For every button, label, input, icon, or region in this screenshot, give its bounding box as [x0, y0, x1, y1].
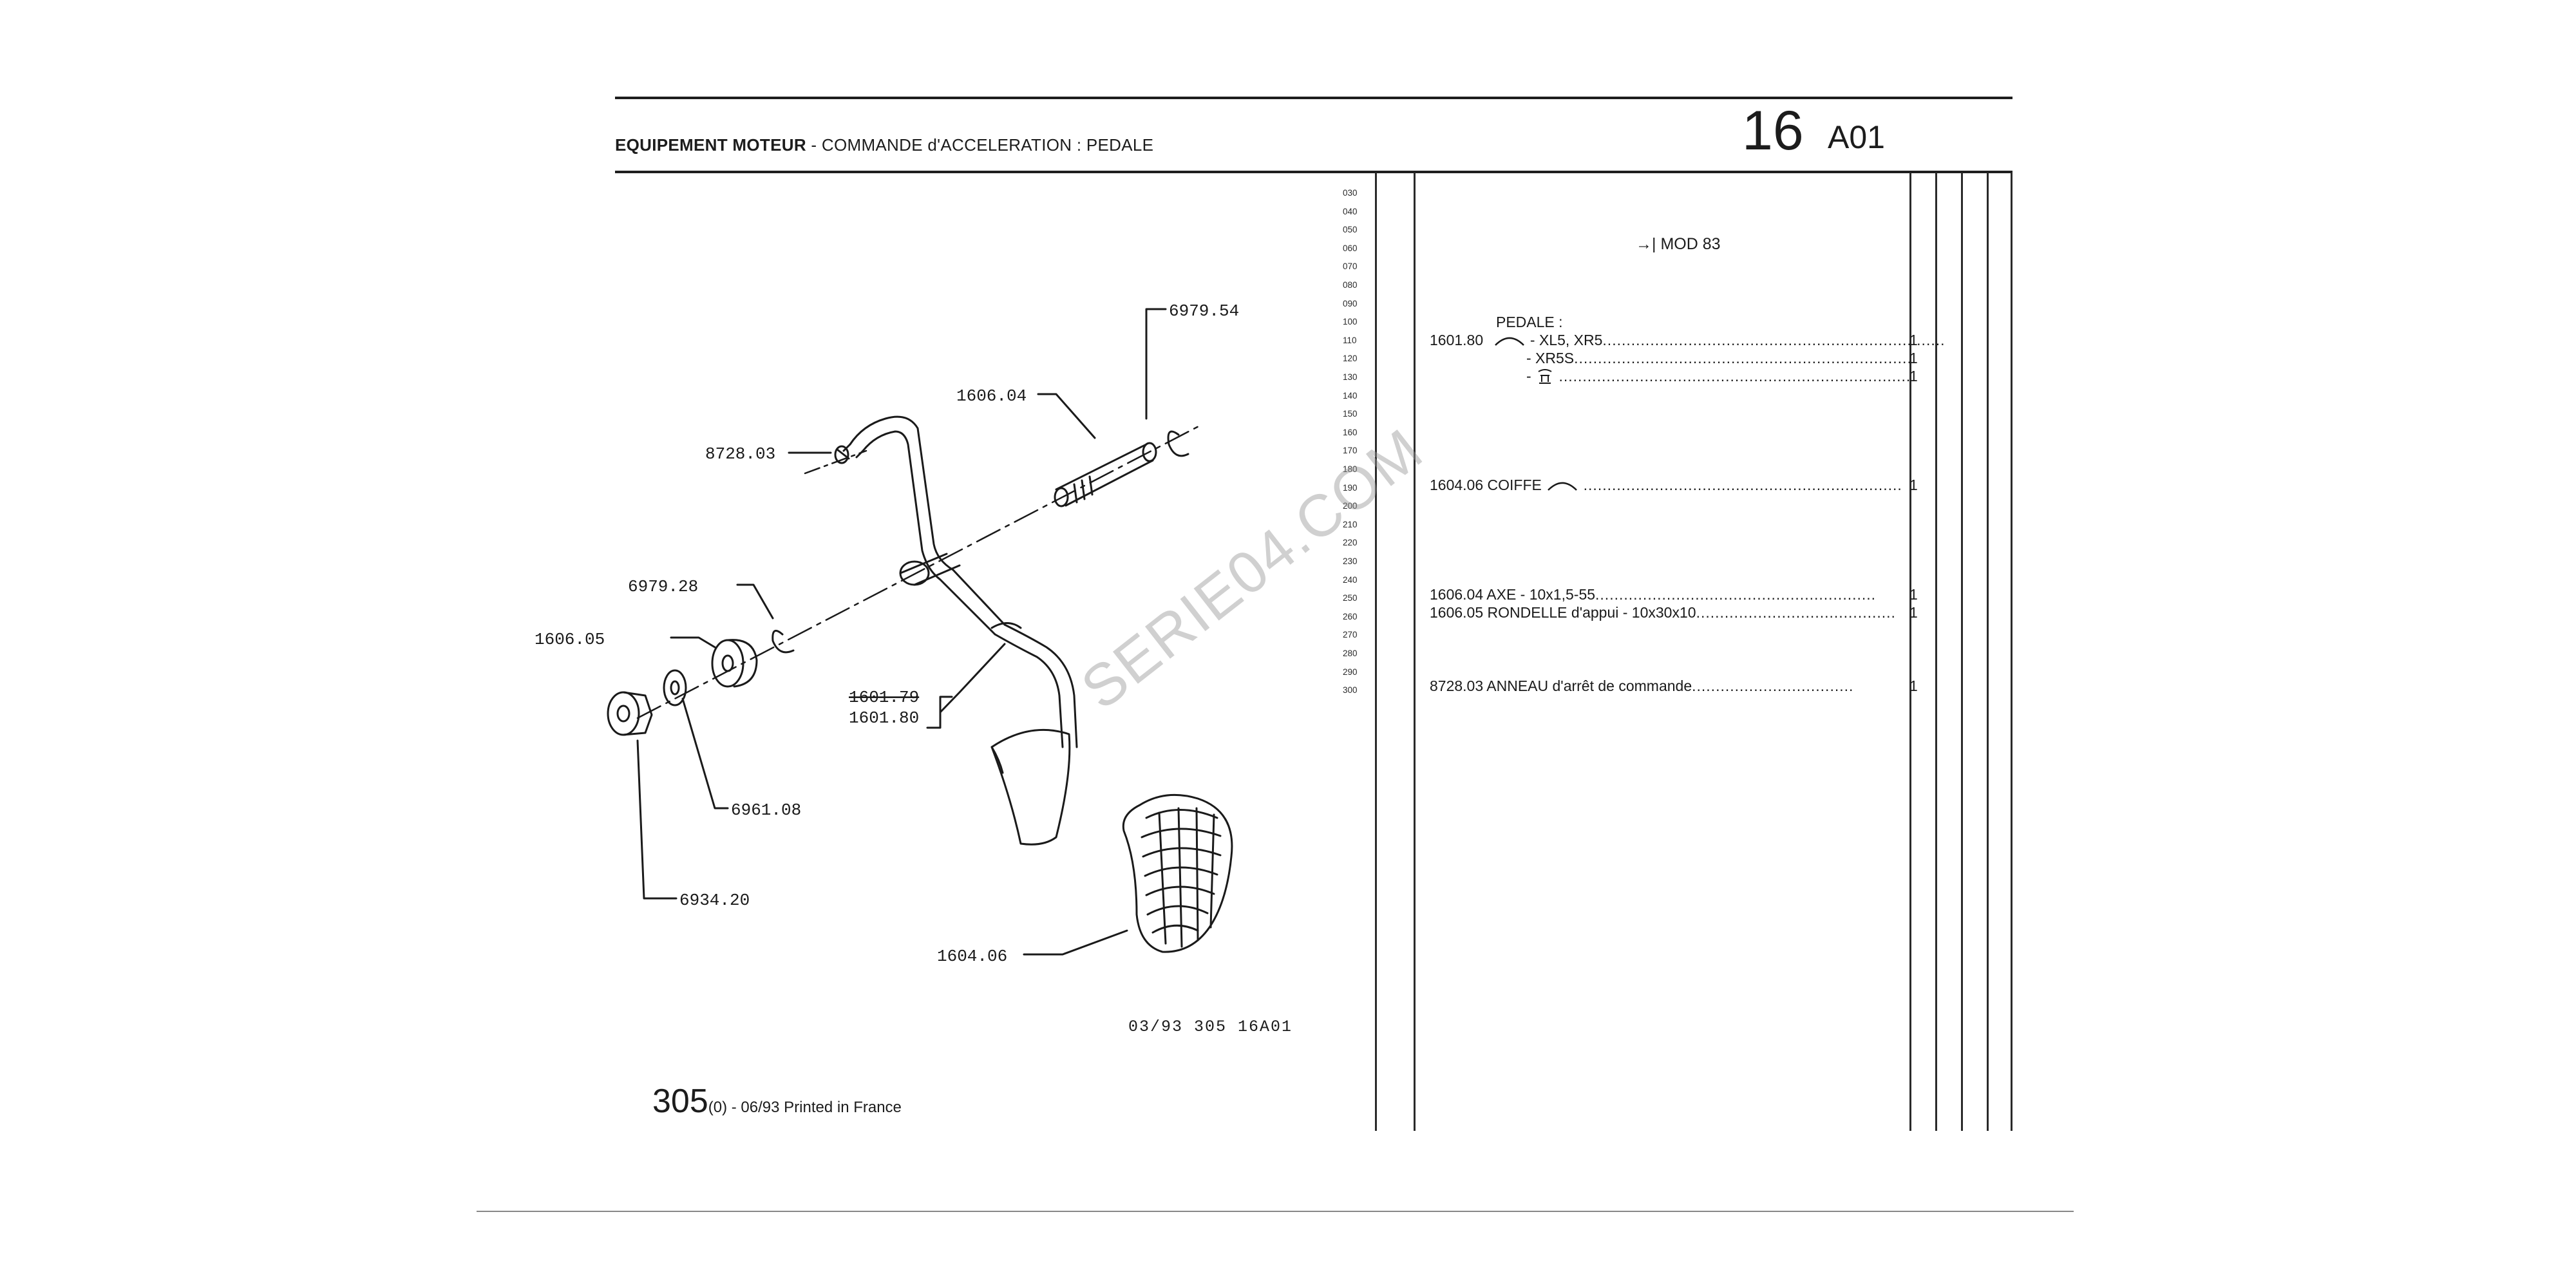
- part-row: 1606.05 RONDELLE d'appui - 10x30x10.....…: [1430, 604, 1896, 621]
- line-index: 080: [1343, 280, 1358, 290]
- rubber-pedal-pad: [1122, 793, 1233, 953]
- line-index: 200: [1343, 501, 1358, 511]
- line-index: 210: [1343, 519, 1358, 529]
- callout-1601-79: 1601.79: [849, 688, 919, 707]
- column-rule: [1375, 173, 1377, 1131]
- line-index: 150: [1343, 409, 1358, 419]
- section-code: A01: [1828, 119, 1885, 155]
- part-row: - ......................................…: [1526, 368, 1911, 384]
- part-qty: 1: [1909, 350, 1918, 366]
- leader-line: [636, 739, 677, 900]
- arrow-right-icon: →|: [1636, 235, 1656, 253]
- part-qty: 1: [1909, 332, 1918, 348]
- assembly-axis-line: [804, 450, 867, 475]
- leader-line: [1145, 308, 1167, 420]
- line-index: 180: [1343, 464, 1358, 474]
- part-qty: 1: [1909, 604, 1918, 621]
- e-clip: [1167, 430, 1189, 457]
- line-index: 230: [1343, 556, 1358, 566]
- line-index: 220: [1343, 538, 1358, 548]
- leader-line: [1023, 929, 1128, 956]
- part-row: - XR5S..................................…: [1526, 350, 1912, 366]
- header-rule: [615, 171, 2012, 173]
- line-index: 120: [1343, 354, 1358, 364]
- line-index: 290: [1343, 667, 1358, 677]
- part-row: 1601.80 - XL5, XR5......................…: [1430, 332, 1946, 348]
- column-rule: [2011, 173, 2012, 1131]
- line-index: 250: [1343, 593, 1358, 603]
- leader-line: [670, 636, 716, 649]
- line-index: 130: [1343, 372, 1358, 382]
- coiffe-symbol-icon: [1494, 337, 1524, 346]
- leader-line: [939, 643, 1006, 714]
- page-title: EQUIPEMENT MOTEUR - COMMANDE d'ACCELERAT…: [615, 135, 1154, 155]
- callout-1606-05: 1606.05: [535, 630, 605, 649]
- spring-clip: [772, 629, 795, 654]
- line-index: 170: [1343, 446, 1358, 456]
- bushing: [711, 639, 758, 688]
- leader-line: [681, 697, 729, 810]
- part-row: 1606.04 AXE - 10x1,5-55.................…: [1430, 586, 1877, 603]
- line-index: 280: [1343, 649, 1358, 658]
- line-index: 100: [1343, 317, 1358, 327]
- column-rule: [1961, 173, 1963, 1131]
- line-index: 070: [1343, 261, 1358, 272]
- pedal-exploded-diagram: 6979.54 1606.04 8728.03 6979.28 1606.05 …: [535, 301, 1239, 966]
- line-index: 190: [1343, 482, 1358, 493]
- coiffe-symbol-icon: [1548, 482, 1578, 491]
- footer: 305(0) - 06/93 Printed in France: [652, 1083, 902, 1120]
- part-qty: 1: [1909, 677, 1918, 694]
- callout-6979-28: 6979.28: [628, 577, 698, 596]
- callout-1604-06: 1604.06: [937, 947, 1007, 966]
- drawing-reference: 03/93 305 16A01: [1128, 1018, 1293, 1036]
- line-index: 110: [1343, 335, 1357, 345]
- hex-nut: [607, 691, 653, 736]
- callout-1606-04: 1606.04: [956, 386, 1027, 406]
- section-number: 16: [1742, 100, 1804, 162]
- callout-6961-08: 6961.08: [731, 800, 801, 820]
- pedal-arm: [842, 415, 1078, 846]
- part-row: PEDALE :: [1496, 314, 1563, 330]
- column-rule: [1909, 173, 1911, 1131]
- line-index: 060: [1343, 243, 1358, 253]
- line-index: 050: [1343, 225, 1358, 235]
- mod-marker: →| MOD 83: [1636, 235, 1721, 253]
- washer: [663, 669, 687, 706]
- line-index: 030: [1343, 188, 1358, 198]
- leader-line: [736, 583, 774, 620]
- symbol-icon: [1538, 368, 1552, 384]
- line-index: 160: [1343, 427, 1358, 437]
- line-index: 090: [1343, 298, 1358, 308]
- line-index: 040: [1343, 206, 1358, 216]
- leader-line: [1037, 393, 1096, 439]
- part-row: 1604.06 COIFFE .........................…: [1430, 477, 1902, 493]
- line-index: 240: [1343, 574, 1358, 585]
- callout-8728-03: 8728.03: [705, 444, 775, 464]
- callout-1601-80: 1601.80: [849, 708, 919, 728]
- bottom-rule: [477, 1211, 2074, 1212]
- line-index: 270: [1343, 630, 1358, 640]
- part-qty: 1: [1909, 477, 1918, 493]
- line-index: 260: [1343, 611, 1358, 621]
- top-rule: [615, 97, 2012, 99]
- line-index: 300: [1343, 685, 1358, 696]
- part-row: 8728.03 ANNEAU d'arrêt de commande......…: [1430, 677, 1854, 694]
- column-rule: [1987, 173, 1989, 1131]
- part-qty: 1: [1909, 586, 1918, 603]
- column-rule: [1935, 173, 1937, 1131]
- callout-6934-20: 6934.20: [679, 891, 750, 910]
- part-qty: 1: [1909, 368, 1918, 384]
- line-index: 140: [1343, 390, 1358, 401]
- callout-6979-54: 6979.54: [1169, 301, 1239, 321]
- retaining-ring: [834, 445, 850, 464]
- column-rule: [1414, 173, 1416, 1131]
- pivot-shaft: [1054, 442, 1157, 507]
